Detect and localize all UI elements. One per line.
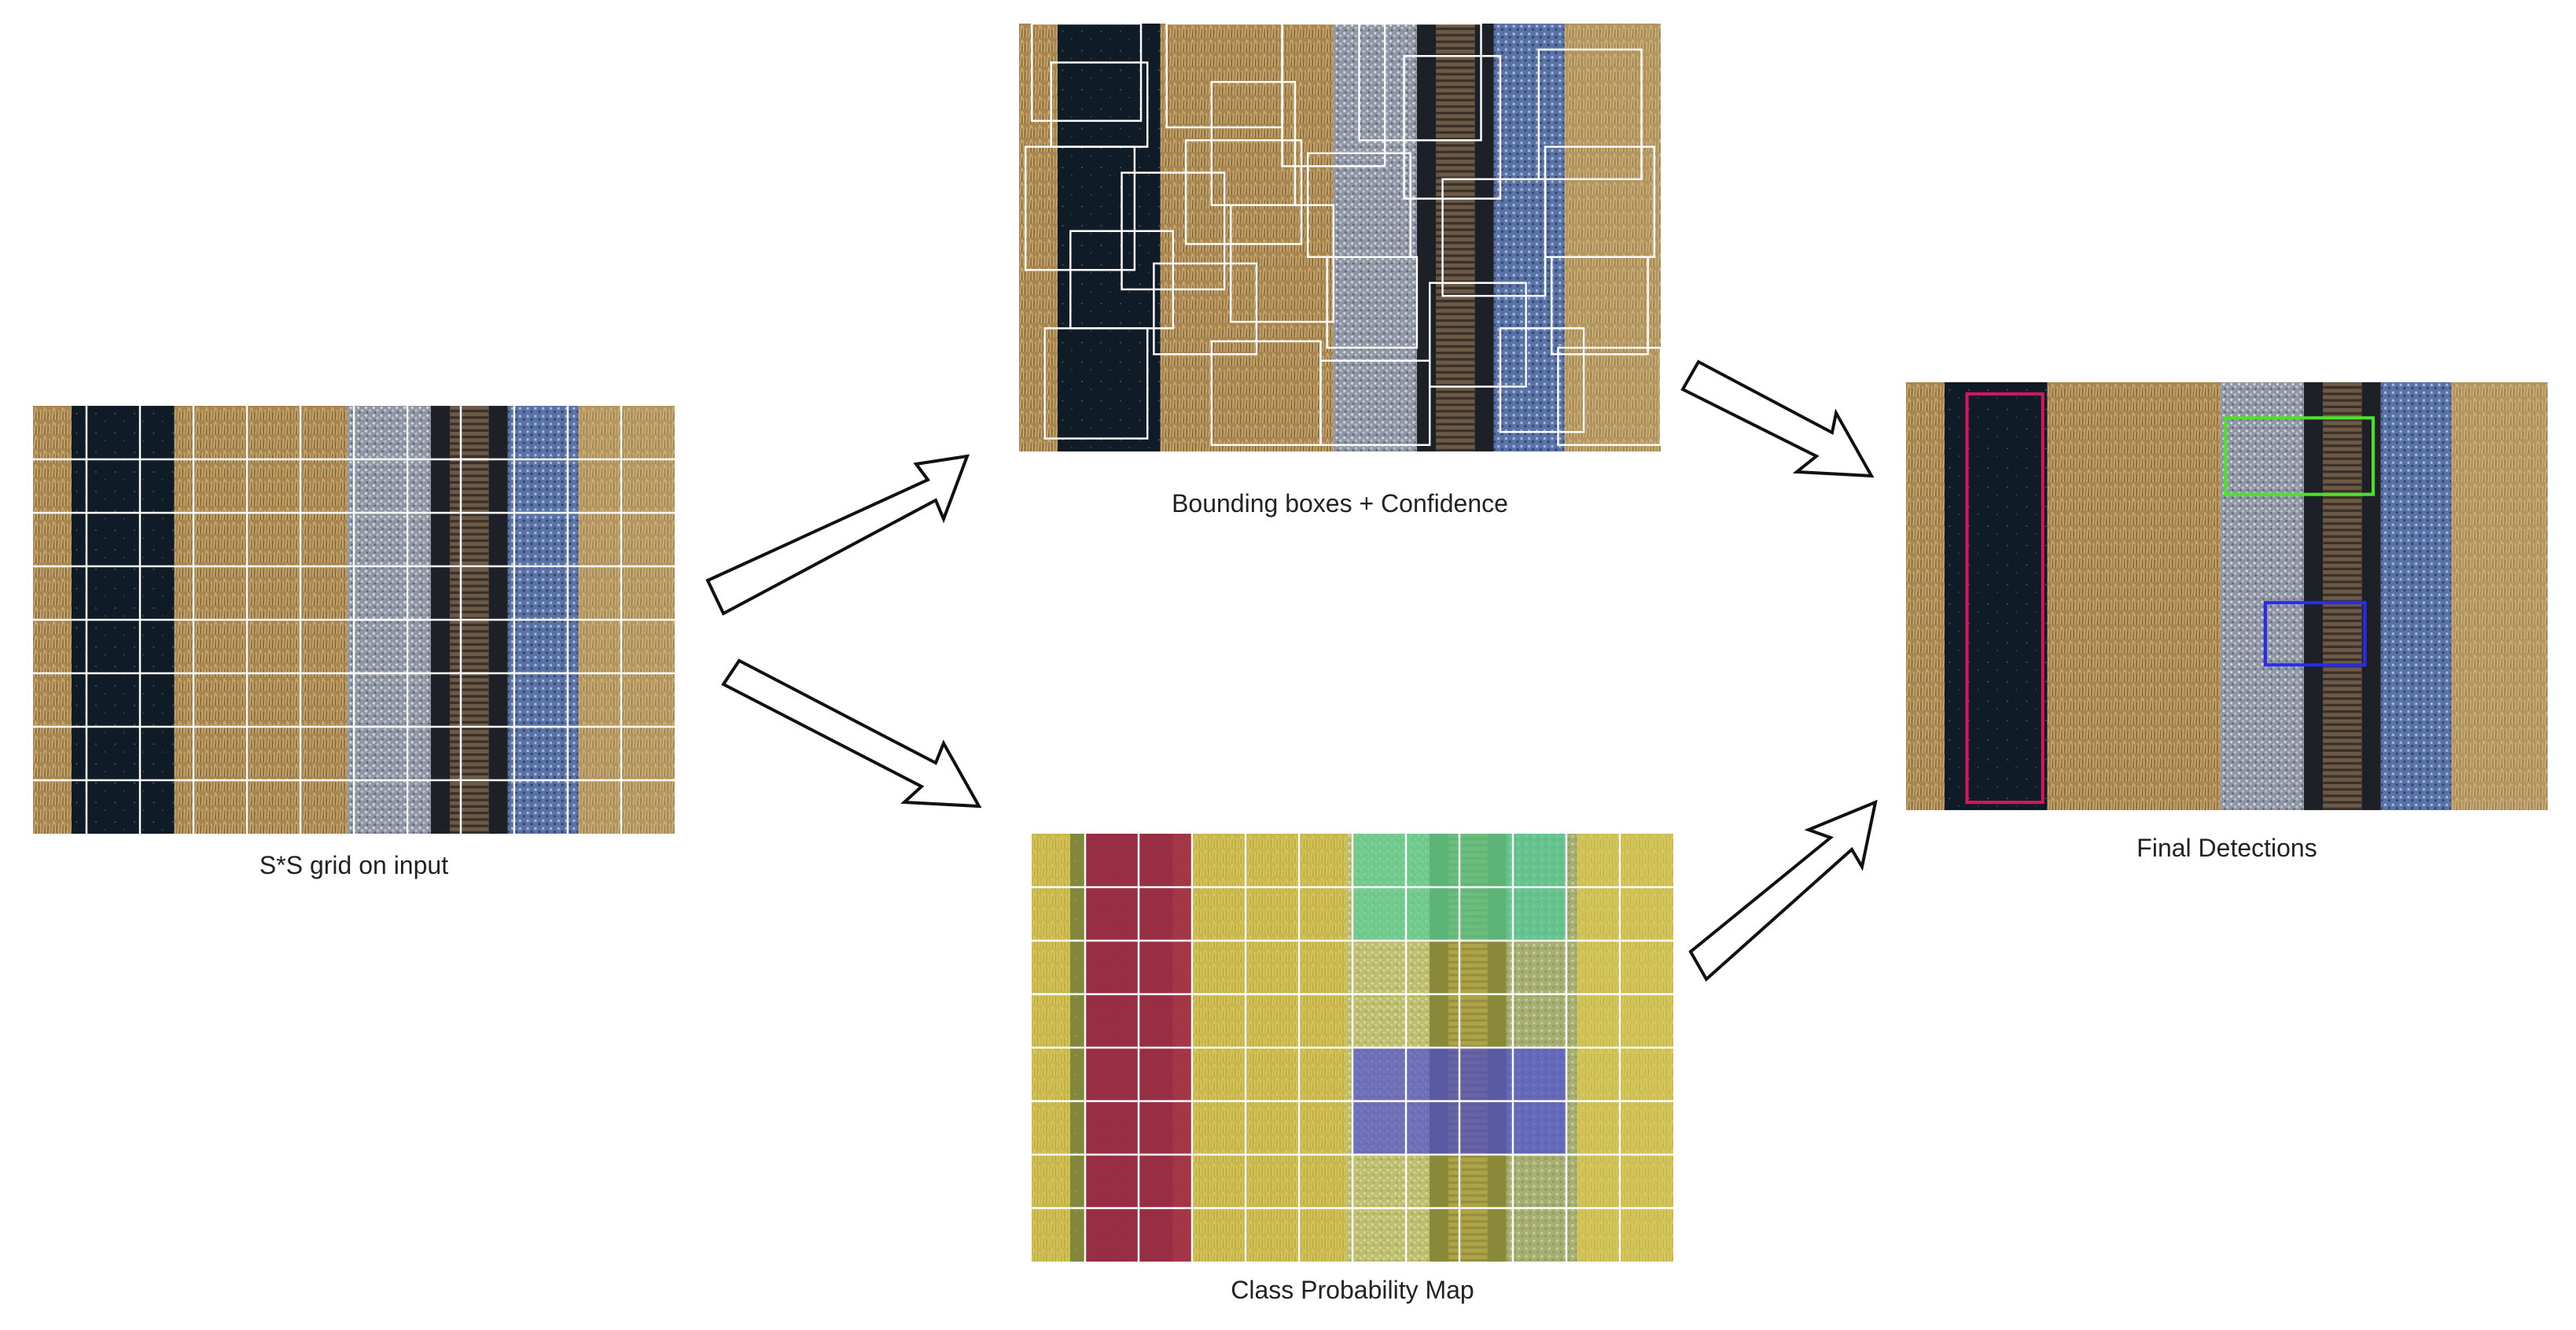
arrow-input-to-bboxes	[692, 448, 975, 629]
arrow-classmap-to-final	[1675, 794, 1895, 991]
arrow-input-to-classmap	[708, 645, 991, 826]
class-probability-image	[1032, 834, 1673, 1262]
bbox-image	[1019, 24, 1661, 451]
arrow-bboxes-to-final	[1675, 346, 1895, 488]
caption-final: Final Detections	[1991, 834, 2463, 863]
caption-bboxes: Bounding boxes + Confidence	[1104, 489, 1576, 518]
input-grid-image	[33, 406, 675, 834]
caption-input: S*S grid on input	[197, 851, 511, 880]
final-detections-image	[1906, 382, 2548, 810]
caption-class-map: Class Probability Map	[1117, 1276, 1588, 1305]
